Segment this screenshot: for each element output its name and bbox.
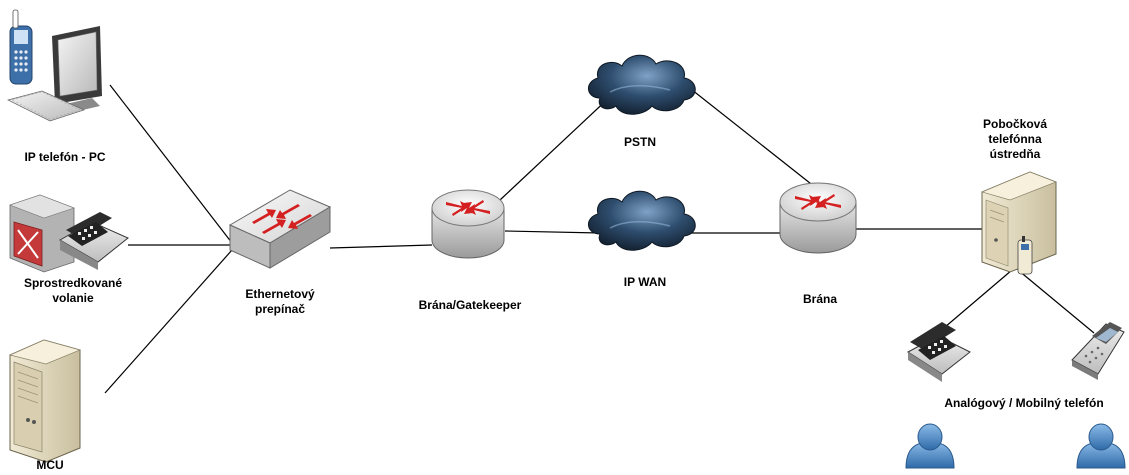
link-pstn-gateway <box>681 81 821 192</box>
pbx-server-icon <box>980 171 1057 275</box>
ethernet-switch-icon <box>228 189 332 269</box>
ip-wan-label: IP WAN <box>623 275 667 289</box>
user-icon <box>1076 423 1126 469</box>
analog-mobile-phone-label: Analógový / Mobilný telefón <box>944 396 1104 410</box>
user-icon <box>905 423 955 469</box>
gateway-gatekeeper-label: Brána/Gatekeeper <box>418 298 522 312</box>
link-switch-gatekeeper <box>329 244 433 249</box>
link-gatekeeper-ipwan <box>504 230 601 234</box>
router-icon <box>779 182 857 254</box>
ethernet-switch-label: Ethernetový prepínač <box>245 287 315 316</box>
link-mcu-switch <box>104 249 233 394</box>
pstn-label: PSTN <box>623 135 656 149</box>
link-gatekeeper-pstn <box>499 94 613 201</box>
mcu-label: MCU <box>36 458 64 472</box>
link-pbx-mobile-phone <box>1017 269 1095 334</box>
analog-phone-icon <box>907 322 971 382</box>
mediated-call-label: Sprostredkované volanie <box>23 276 123 305</box>
link-pbx-analog-phone <box>937 269 1013 334</box>
ip-phone-computer-icon <box>7 9 102 122</box>
call-manager-phone-icon <box>9 194 129 273</box>
server-tower-icon <box>8 339 82 463</box>
gateway-label: Brána <box>802 292 837 306</box>
link-pc-switch <box>109 84 233 244</box>
ip-phone-pc-label: IP telefón - PC <box>24 150 106 164</box>
connections <box>104 81 1095 394</box>
router-icon <box>431 189 505 259</box>
pbx-label: Pobočková telefónna ústredňa <box>982 117 1048 161</box>
mobile-phone-icon <box>1071 322 1125 380</box>
cloud-icon <box>588 190 696 251</box>
cloud-icon <box>588 54 696 115</box>
